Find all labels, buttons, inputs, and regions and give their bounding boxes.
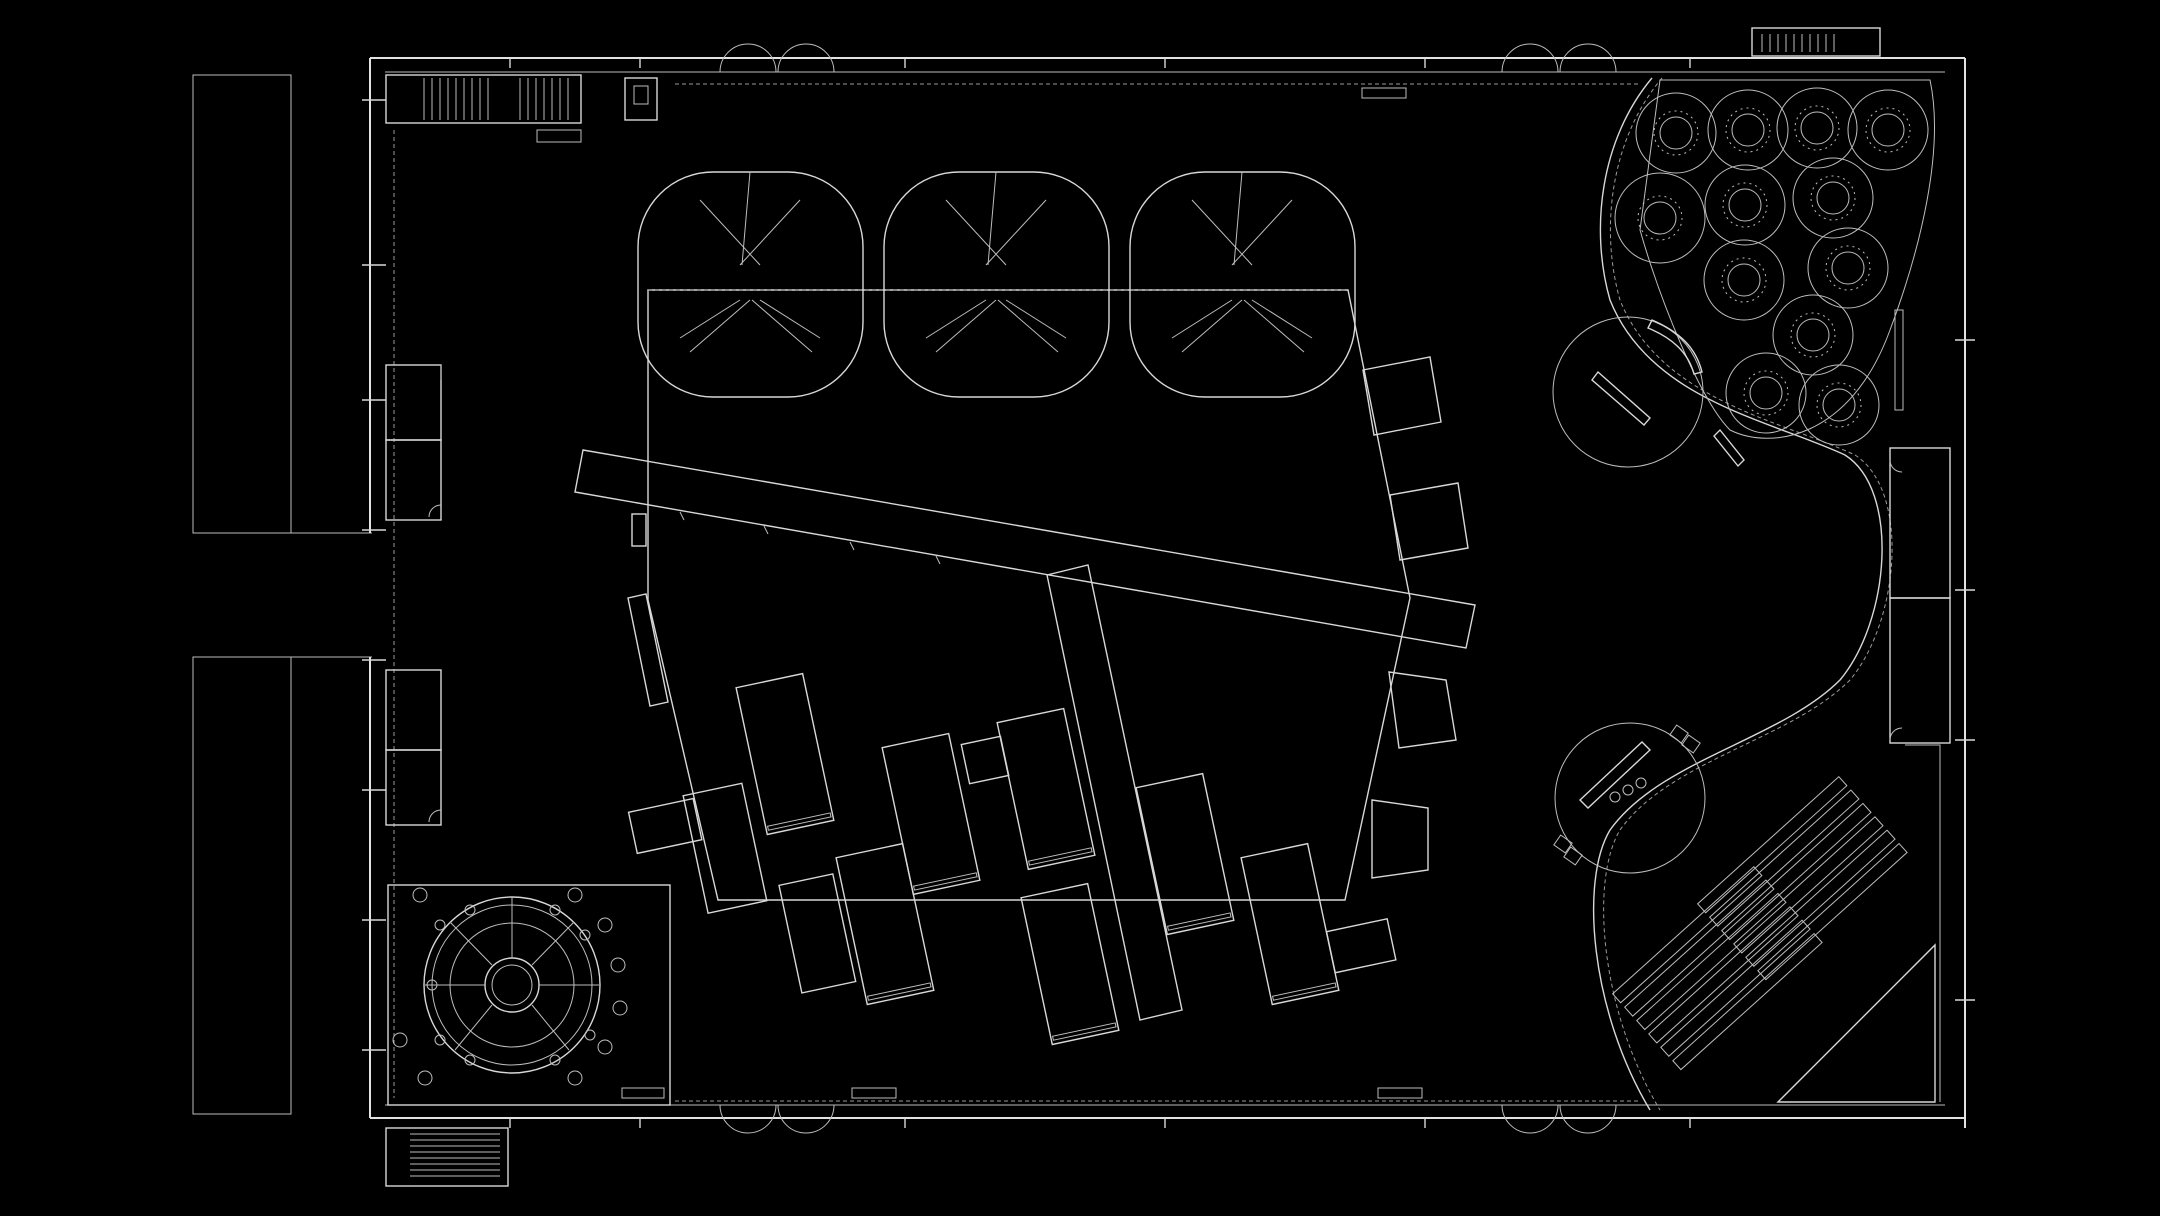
umbrella-canopies [637, 171, 1356, 398]
bar-counter [1552, 316, 1745, 468]
display-module-2 [1389, 482, 1469, 561]
round-table [1725, 352, 1807, 434]
round-table [1847, 89, 1929, 171]
planter-south [192, 656, 292, 1115]
round-table [1635, 92, 1717, 174]
vertical-beam [1046, 564, 1183, 1021]
entrance-doors [719, 43, 1617, 1134]
entry-path [193, 532, 372, 658]
circular-feature-room [387, 884, 671, 1106]
display-modules [1362, 356, 1469, 879]
canopy-3 [1129, 171, 1356, 398]
stair-core-northwest [385, 74, 658, 143]
round-table [1704, 164, 1786, 246]
auditorium-seating [1611, 744, 1941, 1103]
central-pavilion [574, 289, 1476, 1021]
planter-north [192, 74, 292, 534]
canopy-1 [637, 171, 864, 398]
round-table [1772, 294, 1854, 376]
display-module-3 [1388, 671, 1457, 749]
round-table [1703, 239, 1785, 321]
display-module-4 [1371, 799, 1429, 879]
stair-core-southwest [385, 1127, 509, 1187]
curved-partition [1593, 77, 1893, 1111]
fountain-seats [392, 887, 628, 1086]
diagonal-beam [574, 449, 1476, 649]
cafe-tables [1614, 79, 1935, 446]
west-service-rooms [385, 364, 442, 826]
canopy-2 [883, 171, 1110, 398]
reception-desk [1553, 722, 1706, 874]
east-service-rooms [1889, 447, 1951, 744]
round-table [1807, 227, 1889, 309]
planter-strips [192, 74, 372, 1115]
stair-core-northeast [1751, 27, 1881, 57]
floor-vents [851, 87, 1423, 1099]
round-table [1707, 89, 1789, 171]
dining-tables [627, 672, 1397, 1046]
round-table [1798, 364, 1880, 446]
round-table [1792, 157, 1874, 239]
round-table [1614, 172, 1706, 264]
round-table [1776, 87, 1858, 169]
display-module-1 [1362, 356, 1442, 436]
building-walls [362, 57, 1975, 1128]
